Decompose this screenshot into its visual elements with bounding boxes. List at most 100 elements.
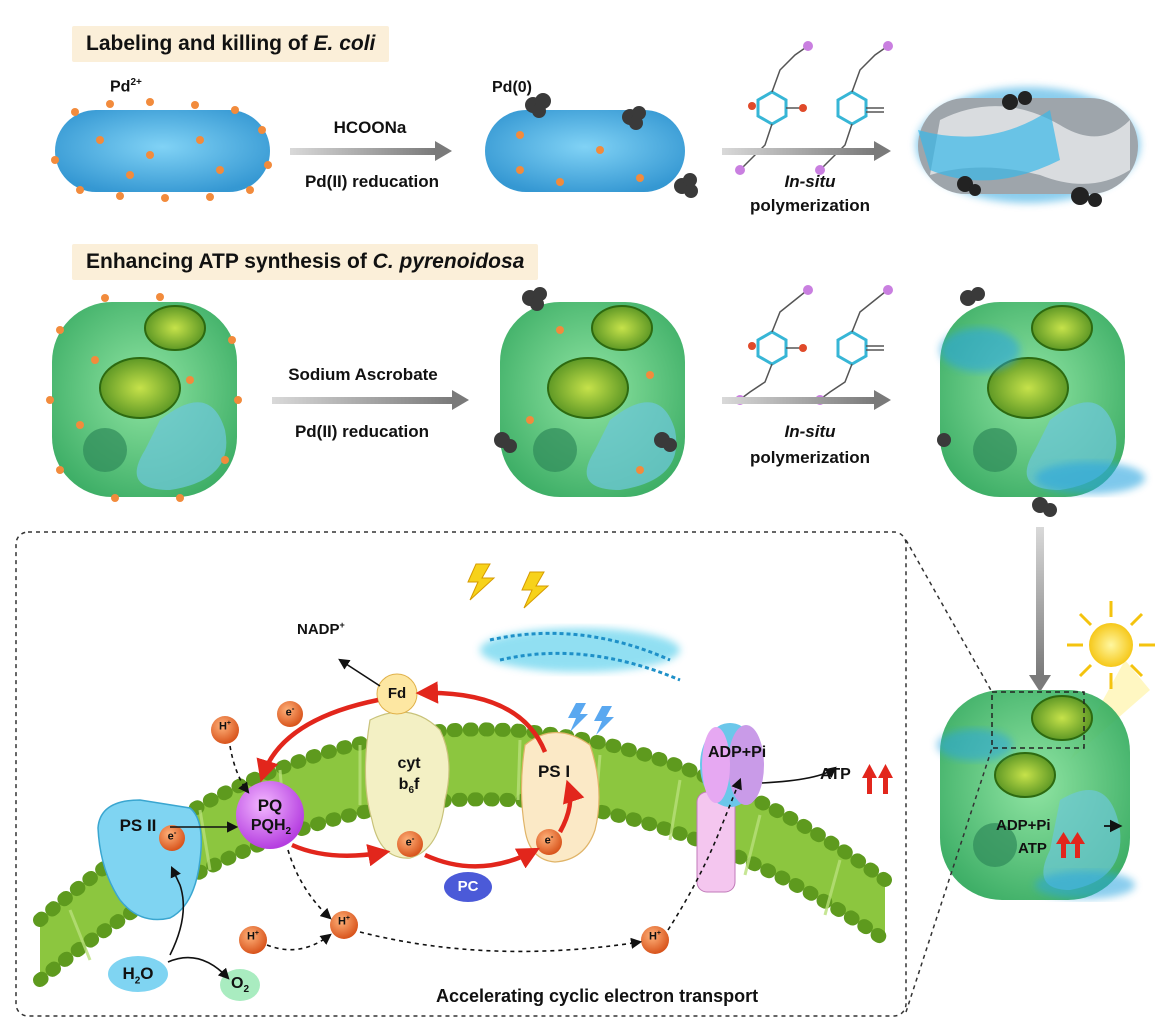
eminus-ball <box>397 831 423 857</box>
monomers-row2 <box>735 285 893 405</box>
nadp-label: NADP+ <box>297 620 345 638</box>
cell-atp-label: ATP <box>1018 840 1047 857</box>
eminus-sup: - <box>173 828 177 837</box>
h2o-sub: 2 <box>134 975 141 987</box>
down-arrow <box>1029 527 1051 692</box>
row2-polymerization: polymerization <box>750 448 870 467</box>
row2-arrow-1 <box>272 390 469 410</box>
ecoli-pd0 <box>485 93 698 198</box>
nadp-text: NADP <box>297 621 340 638</box>
hplus-ball <box>239 926 267 954</box>
inset-title: Accelerating cyclic electron transport <box>436 986 759 1006</box>
algae-coated <box>937 287 1145 517</box>
cyclic-electron-arrows <box>256 681 585 869</box>
inset-frame <box>15 531 907 1017</box>
hplus-text: H <box>337 915 346 928</box>
algae-bare <box>46 293 242 502</box>
lightning-psi-icon <box>568 703 614 735</box>
eminus-ball <box>159 825 185 851</box>
hplus-label: H+ <box>241 930 265 943</box>
row1-arrow-2 <box>722 141 891 161</box>
algae-final <box>937 690 1135 900</box>
hplus-ball <box>330 911 358 939</box>
eminus-text: e <box>544 834 551 847</box>
hplus-ball <box>211 716 239 744</box>
row2-banner-species: C. pyrenoidosa <box>372 250 525 273</box>
row1-arrow-1 <box>290 141 452 161</box>
row1-reduction: Pd(II) reducation <box>304 172 440 191</box>
b6f-text: b <box>398 776 409 793</box>
row1-insitu-text: In-situ <box>784 172 836 191</box>
eminus-text: e <box>405 836 412 849</box>
hplus-ball <box>641 926 669 954</box>
polymer-coating <box>480 628 681 682</box>
pq-label: PQ <box>257 796 283 815</box>
eminus-label: e- <box>398 834 422 849</box>
pqh2-sub: 2 <box>285 826 292 838</box>
eminus-label: e- <box>160 828 184 843</box>
pqh2-text: PQH <box>250 817 286 834</box>
row1-polymerization: polymerization <box>750 196 870 215</box>
eminus-sup: - <box>550 832 554 841</box>
pd2-sup: 2+ <box>130 77 142 88</box>
pd0-label: Pd(0) <box>492 79 532 96</box>
ecoli-killed <box>916 87 1140 207</box>
atp-increase-icon <box>862 764 893 794</box>
o2-sub: 2 <box>243 984 249 996</box>
hplus-sup: + <box>345 915 351 922</box>
h2o-label: H2O <box>112 964 164 986</box>
algae-pd0 <box>494 287 685 497</box>
hplus-text: H <box>648 930 657 943</box>
inset-adp-label: ADP+Pi <box>708 744 767 761</box>
hplus-sup: + <box>254 930 260 937</box>
hplus-label: H+ <box>332 915 356 928</box>
o2-text: O <box>230 975 244 992</box>
psi-label: PS I <box>537 762 571 781</box>
flow-arrows <box>167 658 837 980</box>
cell-adp-label: ADP+Pi <box>996 817 1051 834</box>
pd2-text: Pd <box>110 78 131 96</box>
row1-banner-species: E. coli <box>313 32 376 55</box>
hplus-text: H <box>218 720 227 733</box>
pc-complex <box>444 872 492 902</box>
psi-complex <box>520 732 600 863</box>
row2-insitu: In-situ <box>740 422 880 442</box>
hplus-sup: + <box>656 930 662 937</box>
pd2-label: Pd2+ <box>110 77 142 96</box>
ecoli-bare <box>51 98 272 202</box>
nadp-sup: + <box>339 620 345 630</box>
row2-insitu-text: In-situ <box>784 422 836 441</box>
eminus-label: e- <box>537 832 561 847</box>
hplus-sup: + <box>226 720 232 727</box>
proton-dashed-arrows <box>229 745 742 953</box>
b6f-label: b6f <box>385 776 433 796</box>
h2o-tail: O <box>140 964 154 983</box>
o2-label: O2 <box>222 975 258 995</box>
row1-insitu: In-situ <box>740 172 880 192</box>
lightning-icon <box>467 563 550 609</box>
row2-arrow-2 <box>722 390 891 410</box>
o2-bubble <box>220 969 260 1001</box>
pc-label: PC <box>457 878 479 895</box>
eminus-sup: - <box>291 704 295 713</box>
h2o-text: H <box>122 964 135 983</box>
cyt-label: cyt <box>397 755 421 772</box>
row1-banner-prefix: Labeling and killing of <box>86 32 314 55</box>
pqh2-label: PQH2 <box>240 817 302 837</box>
row2-banner: Enhancing ATP synthesis of C. pyrenoidos… <box>72 244 539 280</box>
eminus-ball <box>277 701 303 727</box>
inset-atp-label: ATP <box>820 766 851 783</box>
pq-complex <box>236 781 304 849</box>
row1-banner: Labeling and killing of E. coli <box>72 26 390 62</box>
eminus-label: e- <box>278 704 302 719</box>
row2-banner-prefix: Enhancing ATP synthesis of <box>86 250 373 273</box>
h2o-bubble <box>108 956 168 992</box>
row2-reduction: Pd(II) reducation <box>294 422 430 441</box>
hplus-label: H+ <box>213 720 237 733</box>
hplus-text: H <box>246 930 255 943</box>
fd-label: Fd <box>387 685 407 702</box>
b6f-sub: 6 <box>408 785 414 797</box>
hplus-label: H+ <box>643 930 667 943</box>
eminus-sup: - <box>411 834 415 843</box>
